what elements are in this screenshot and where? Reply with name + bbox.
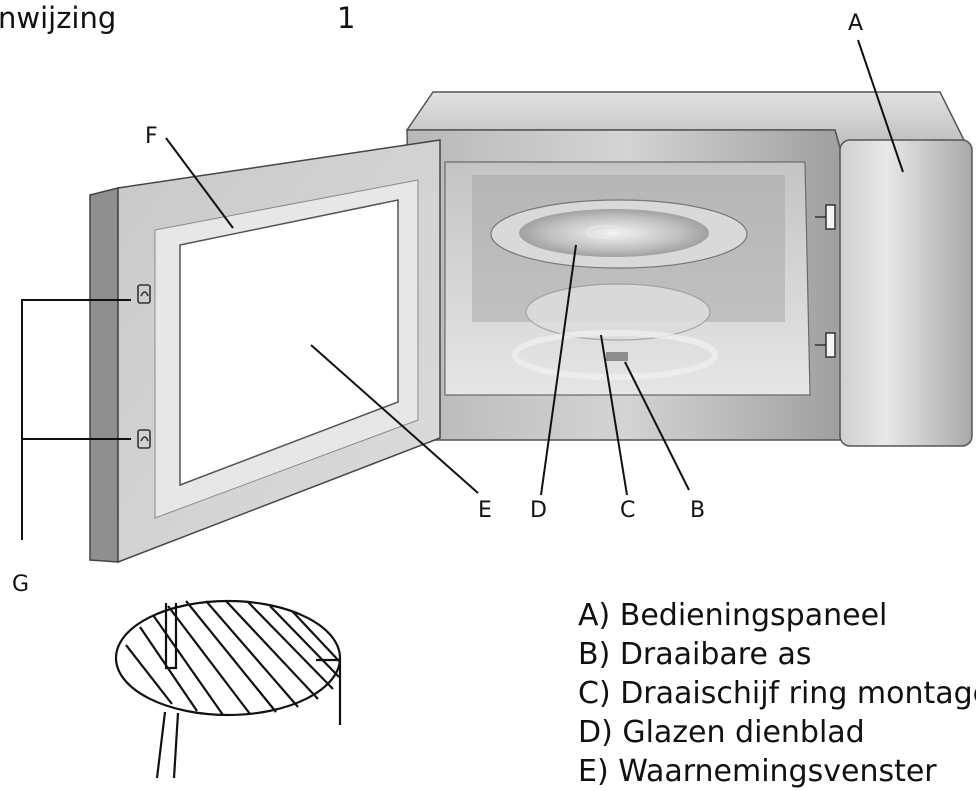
rack-leg-right bbox=[316, 658, 342, 725]
rack-bars bbox=[125, 600, 340, 716]
page-title: nwijzing bbox=[0, 1, 117, 35]
legend-item: C) Draaischijf ring montage bbox=[578, 676, 976, 711]
page-number: 1 bbox=[337, 1, 356, 35]
callout-a: A bbox=[848, 11, 864, 36]
callout-e: E bbox=[478, 498, 492, 523]
door-hook-lower bbox=[137, 429, 151, 449]
door-hook-upper bbox=[137, 284, 151, 304]
legend-item: B) Draaibare as bbox=[578, 637, 812, 672]
microwave-body bbox=[405, 91, 973, 447]
glass-tray-inner bbox=[519, 209, 709, 257]
leader-lines bbox=[21, 39, 904, 540]
legend-item: E) Waarnemingsvenster bbox=[578, 754, 937, 789]
leader-a bbox=[857, 39, 904, 173]
callout-c: C bbox=[620, 498, 636, 523]
wire-rack bbox=[114, 599, 342, 778]
shaft bbox=[606, 352, 628, 361]
rack-leg-bottom bbox=[155, 711, 180, 778]
leader-d bbox=[540, 244, 577, 496]
door-side bbox=[89, 187, 119, 563]
rack-leg-left bbox=[164, 603, 178, 670]
observation-window bbox=[179, 199, 399, 487]
latch-slot-lower bbox=[815, 332, 836, 358]
rack-rim bbox=[114, 599, 342, 717]
roller-ring bbox=[525, 283, 711, 341]
roller-ring-floor bbox=[512, 330, 718, 380]
microwave-door bbox=[89, 139, 441, 564]
callout-g: G bbox=[12, 572, 30, 597]
control-panel bbox=[839, 139, 973, 447]
legend-item: A) Bedieningspaneel bbox=[578, 598, 888, 633]
callout-d: D bbox=[530, 498, 547, 523]
latch-slot-upper bbox=[815, 204, 836, 230]
callout-b: B bbox=[690, 498, 706, 523]
glass-tray-center bbox=[586, 225, 624, 239]
legend-list: A) Bedieningspaneel B) Draaibare as C) D… bbox=[578, 596, 976, 791]
leader-c bbox=[600, 334, 628, 496]
leader-b bbox=[624, 361, 690, 491]
leader-g bbox=[21, 299, 131, 540]
leader-f bbox=[165, 137, 234, 229]
leader-e bbox=[310, 344, 479, 494]
callout-f: F bbox=[145, 124, 158, 149]
legend-item: D) Glazen dienblad bbox=[578, 715, 865, 750]
